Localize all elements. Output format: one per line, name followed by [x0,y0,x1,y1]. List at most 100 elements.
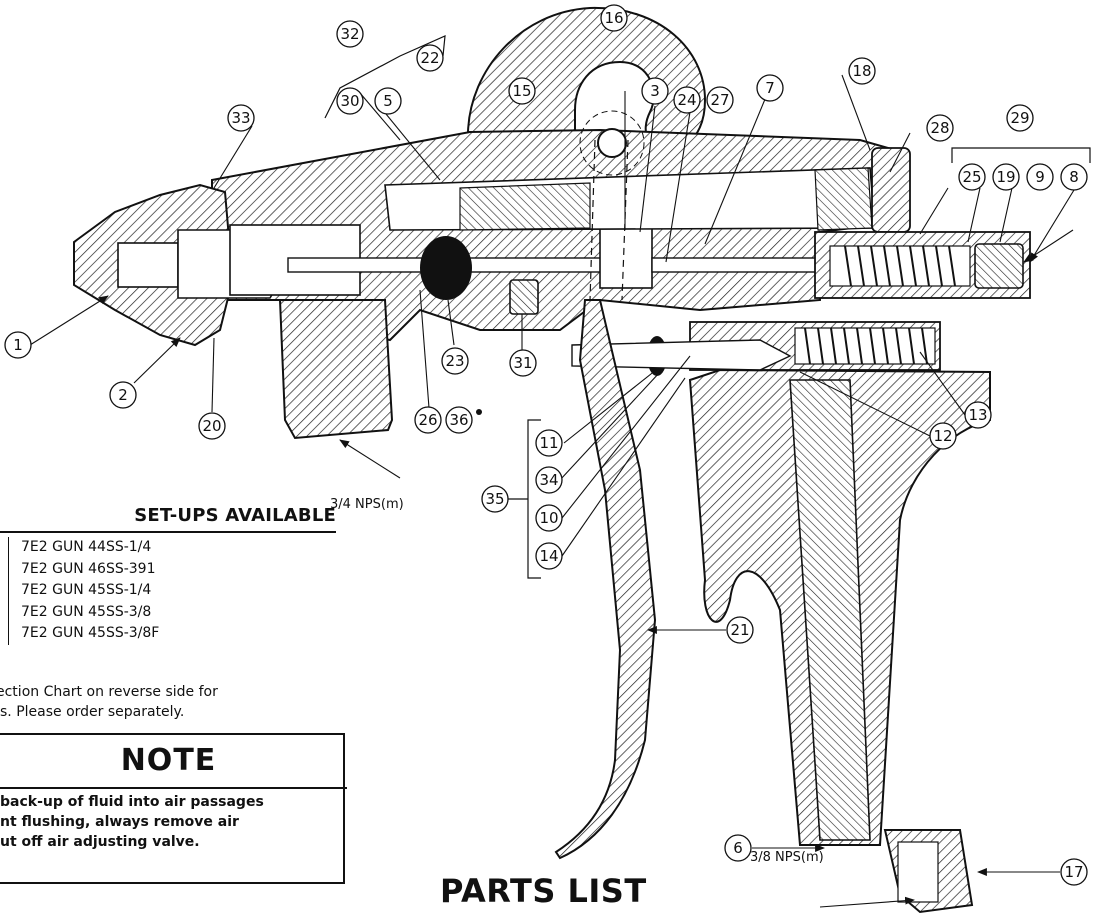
svg-text:1: 1 [13,336,23,354]
svg-text:29: 29 [1010,109,1029,127]
callout-9: 9 [1026,163,1054,191]
callout-14: 14 [535,542,563,570]
trigger-pin [597,128,627,158]
svg-text:17: 17 [1064,863,1083,881]
callout-12: 12 [929,422,957,450]
setups-title: SET-UPS AVAILABLE [134,505,336,526]
callout-17: 17 [1060,858,1088,886]
leader-lines [29,74,1075,908]
svg-text:28: 28 [930,119,949,137]
callout-18: 18 [848,57,876,85]
trigger [554,299,657,860]
svg-text:3: 3 [650,82,660,100]
trigger-pivot-guide [589,139,629,301]
callout-29: 29 [1006,104,1034,132]
callout-11: 11 [535,429,563,457]
svg-text:24: 24 [677,91,696,109]
callout-30: 30 [336,87,364,115]
svg-text:34: 34 [539,471,558,489]
callout-19: 19 [992,163,1020,191]
svg-text:23: 23 [445,352,464,370]
setup-item: 7E2 GUN 45SS-3/8 [21,603,152,620]
callout-28: 28 [926,114,954,142]
svg-text:16: 16 [604,9,623,27]
gun-hook [466,6,707,152]
svg-text:35: 35 [485,490,504,508]
note-text: back-up of fluid into air passages nt fl… [0,794,264,850]
callout-23: 23 [441,347,469,375]
svg-text:15: 15 [512,82,531,100]
air-valve-spring [804,327,928,365]
setups-list: 7E2 GUN 44SS-1/4 7E2 GUN 46SS-391 7E2 GU… [8,537,344,645]
callout-3: 3 [641,77,669,105]
svg-text:11: 11 [539,434,558,452]
setup-item: 7E2 GUN 46SS-391 [21,560,156,577]
svg-text:32: 32 [340,25,359,43]
svg-text:27: 27 [710,91,729,109]
air-valve-thread-rear [814,167,873,231]
svg-text:31: 31 [513,354,532,372]
callout-34: 34 [535,466,563,494]
callout-15: 15 [508,77,536,105]
callout-22: 22 [416,44,444,72]
packing-nut-31 [509,279,539,315]
callout-27: 27 [706,86,734,114]
fluid-tip [117,242,179,288]
callout-21: 21 [726,616,754,644]
callout-16: 16 [600,4,628,32]
callout-35: 35 [481,485,509,513]
parts-list-title: PARTS LIST [440,872,647,910]
needle-rear [651,257,823,273]
callout-7: 7 [756,74,784,102]
air-valve-stem-lower [571,339,792,371]
packing-23 [420,236,472,300]
callout-2: 2 [109,381,137,409]
setups-note: ection Chart on reverse side for s. Plea… [0,684,218,720]
callout-36: 36 [445,406,473,434]
svg-text:8: 8 [1069,168,1079,186]
callout-33: 33 [227,104,255,132]
callout-20: 20 [198,412,226,440]
trigger-pin-ring [579,110,645,176]
note-box: NOTE back-up of fluid into air passages … [0,733,347,884]
air-valve-thread-front [459,182,591,231]
air-inlet-label: 3/8 NPS(m) [750,850,824,865]
note-title: NOTE [120,743,217,778]
setup-item: 7E2 GUN 44SS-1/4 [21,539,152,555]
fluid-inlet-fitting [278,299,394,440]
svg-text:30: 30 [340,92,359,110]
svg-text:21: 21 [730,621,749,639]
svg-text:7: 7 [765,79,775,97]
svg-text:5: 5 [383,92,393,110]
svg-text:14: 14 [539,547,558,565]
svg-text:33: 33 [231,109,250,127]
needle-collar [599,227,653,289]
callout-6: 6 [724,834,752,862]
svg-text:9: 9 [1035,168,1045,186]
svg-text:20: 20 [202,417,221,435]
svg-text:12: 12 [933,427,952,445]
setup-item: 7E2 GUN 45SS-3/8F [21,625,160,642]
svg-text:10: 10 [539,509,558,527]
svg-text:22: 22 [420,49,439,67]
callout-26: 26 [414,406,442,434]
handle-air-passage [789,379,871,841]
callout-8: 8 [1060,163,1088,191]
adjusting-knob [974,243,1024,289]
svg-text:18: 18 [852,62,871,80]
callout-5: 5 [374,87,402,115]
setups-title-rule [0,531,336,533]
svg-text:2: 2 [118,386,128,404]
note-rule [0,787,347,789]
svg-text:25: 25 [962,168,981,186]
needle-spring [844,245,956,287]
bracket-29 [951,147,1091,163]
callout-10: 10 [535,504,563,532]
callout-13: 13 [964,401,992,429]
callout-24: 24 [673,86,701,114]
callout-32: 32 [336,20,364,48]
bracket-32 [324,35,446,119]
svg-text:6: 6 [733,839,743,857]
